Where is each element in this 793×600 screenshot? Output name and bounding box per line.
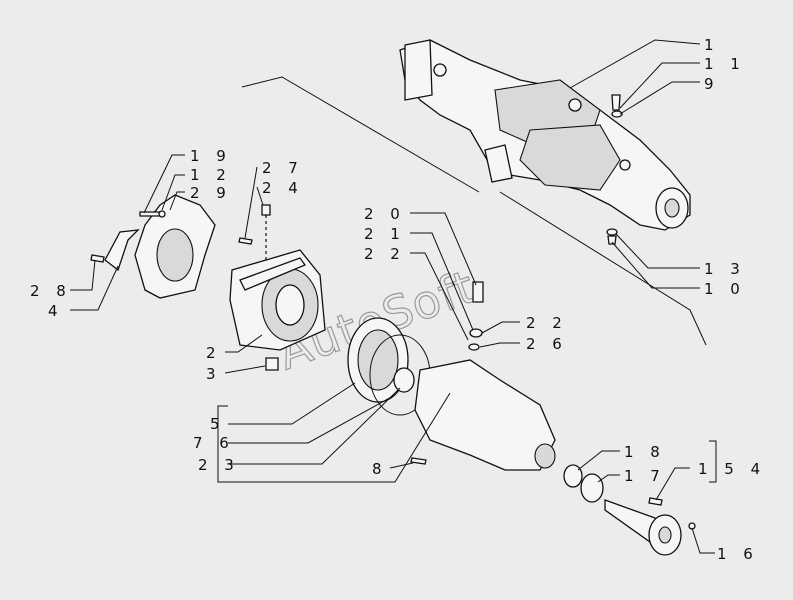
label-8: 8 — [372, 460, 388, 478]
leader-76 — [228, 394, 396, 444]
label-4: 4 — [48, 302, 64, 320]
leader-21 — [410, 232, 474, 331]
flange-shaft — [604, 499, 682, 556]
shield-hole — [156, 228, 194, 282]
washer-13 — [606, 228, 618, 236]
leader-2 — [225, 334, 263, 353]
label-24: 2 4 — [262, 179, 304, 197]
label-1: 1 — [704, 36, 720, 54]
nut-24 — [261, 204, 271, 216]
bolt-154 — [648, 497, 663, 506]
leader-22a — [410, 252, 469, 341]
bracket-4 — [104, 229, 140, 272]
label-28: 2 8 — [30, 282, 72, 300]
leader-9 — [619, 81, 700, 115]
leader-29 — [169, 191, 185, 211]
bolt-27 — [238, 237, 253, 245]
label-26: 2 6 — [526, 335, 568, 353]
bracket-group — [217, 392, 451, 483]
leader-12 — [161, 174, 185, 211]
bolt-20 — [472, 281, 484, 303]
leader-26 — [479, 342, 520, 348]
label-76: 7 6 — [193, 434, 235, 452]
bolt-10 — [607, 235, 617, 245]
leader-20 — [410, 212, 477, 286]
label-22b: 2 2 — [526, 314, 568, 332]
leader-23 — [228, 387, 401, 465]
label-18: 1 8 — [624, 443, 666, 461]
leader-1 — [569, 39, 701, 89]
reference-line-lower — [499, 191, 707, 346]
reference-line-upper — [241, 76, 480, 193]
leader-17 — [597, 474, 620, 483]
label-13: 1 3 — [704, 260, 746, 278]
bearing-18 — [563, 464, 583, 488]
leader-16 — [691, 527, 715, 554]
leader-13 — [615, 233, 700, 269]
leader-11 — [619, 62, 700, 109]
washer-26 — [468, 343, 480, 351]
leader-10 — [611, 241, 700, 289]
washer-11 — [611, 110, 623, 118]
label-27: 2 7 — [262, 159, 304, 177]
label-12: 1 2 — [190, 166, 232, 184]
leader-18 — [577, 450, 620, 471]
label-23: 2 3 — [198, 456, 240, 474]
leader-3 — [224, 365, 266, 374]
label-17: 1 7 — [624, 467, 666, 485]
label-9: 9 — [704, 75, 720, 93]
label-154: 1 5 4 — [698, 460, 766, 478]
leader-24 — [256, 186, 264, 206]
label-20: 2 0 — [364, 205, 406, 223]
bolt-19 — [139, 211, 161, 217]
leader-4 — [70, 265, 119, 311]
washer-22 — [469, 328, 483, 338]
label-2: 2 — [206, 344, 222, 362]
label-16: 1 6 — [717, 545, 759, 563]
leader-22b — [481, 321, 520, 334]
leader-19 — [143, 154, 185, 214]
bracket-154 — [709, 440, 717, 483]
leader-28 — [70, 259, 96, 291]
bolt-8 — [410, 457, 427, 465]
label-21: 2 1 — [364, 225, 406, 243]
leader-27 — [244, 166, 258, 239]
label-29: 2 9 — [190, 184, 232, 202]
leader-154 — [655, 467, 690, 501]
bolt-9 — [611, 94, 621, 111]
leader-5 — [228, 382, 356, 425]
leader-8 — [389, 462, 414, 469]
axle-assembly — [399, 39, 691, 231]
label-19: 1 9 — [190, 147, 232, 165]
seal-23 — [393, 367, 415, 393]
plug-3 — [265, 357, 279, 371]
label-22a: 2 2 — [364, 245, 406, 263]
gear-ring-5-inner — [357, 329, 399, 391]
seal-17 — [580, 473, 604, 503]
hub-housing — [414, 359, 556, 471]
label-3: 3 — [206, 365, 222, 383]
label-11: 1 1 — [704, 55, 746, 73]
label-10: 1 0 — [704, 280, 746, 298]
bolt-28 — [90, 254, 105, 263]
housing-2 — [229, 249, 326, 351]
bolt-12 — [158, 210, 166, 218]
label-5: 5 — [210, 415, 226, 433]
